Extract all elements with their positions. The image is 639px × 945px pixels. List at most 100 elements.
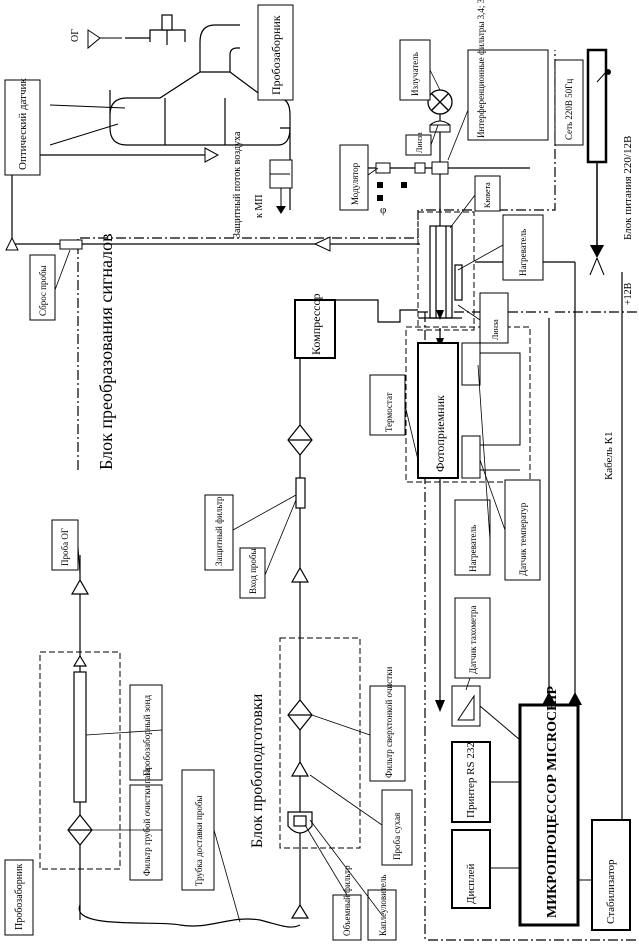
sampler-top-label: Пробозаборник [269, 15, 283, 95]
flow-arrow-icon [204, 147, 220, 163]
network-box [554, 59, 584, 146]
temp-sensor-label: Датчик температур [518, 502, 528, 576]
compressor-out-line [318, 299, 418, 323]
display-label: Дисплей [465, 863, 477, 904]
delivery-tube-box [181, 769, 215, 891]
protective-air-label: Защитный поток воздуха [232, 131, 243, 238]
chopper-mark [401, 182, 407, 188]
prep-dashed-box [279, 637, 361, 849]
flow-arrow-icon [290, 566, 310, 583]
top-sampler-apparatus [109, 14, 291, 146]
sampler-left-box [4, 859, 34, 936]
lens-box [414, 162, 426, 174]
modulator-box [375, 162, 391, 174]
temp-element [461, 435, 481, 479]
modulator-label: Модулятор [350, 162, 360, 205]
network-terminal [605, 69, 611, 75]
sampler-top-box [257, 4, 294, 101]
modulator-callout [339, 144, 369, 211]
thermostat-dashed-box [405, 326, 531, 483]
plus12-label: +12В [623, 282, 634, 305]
og-arrow-icon [87, 29, 101, 50]
microprocessor-box [518, 703, 580, 927]
flow-arrow-icon [290, 903, 310, 919]
cable-label: Кабель К1 [603, 431, 615, 480]
interference-filters-label: Интерференционные фильтры 3,4; 3,9; 4,7 … [476, 0, 486, 138]
flow-arrow-icon [313, 236, 331, 252]
up-arrow-icon [542, 692, 556, 705]
signal-block-title: Блок преобразования сигналов [96, 233, 116, 470]
to-mp-label: к МП [254, 195, 265, 218]
emitter-lamp [427, 89, 453, 115]
sampling-probe-box [129, 684, 163, 781]
volume-filter-box [332, 894, 362, 941]
printer-label: Принтер RS 232 [465, 742, 477, 818]
lens-mid-label: Линза [491, 319, 500, 340]
delivery-tube-line [78, 904, 301, 928]
lens-top-shape [429, 120, 451, 133]
dry-sample-box [381, 789, 413, 866]
tacho-sensor-label: Датчик тахометра [468, 605, 478, 674]
down-arrow-icon [590, 245, 604, 258]
stabilizer-box [591, 819, 631, 931]
sampling-probe-label: Пробозаборный зонд [142, 695, 152, 776]
heater-top-label: Нагреватель [518, 229, 528, 276]
down-arrow-icon [435, 700, 445, 712]
sampler-left-label: Пробозаборник [14, 864, 25, 930]
optical-sensor-box [4, 79, 41, 176]
protective-filter-label: Защитный фильтр [214, 496, 224, 566]
sample-drop-label: Сброс пробы [38, 265, 48, 316]
flow-arrow-icon [72, 654, 88, 667]
photoreceiver-box [417, 342, 459, 479]
cuvette-callout [474, 175, 501, 212]
chopper-mark [377, 195, 383, 201]
og-sample-box [51, 519, 79, 571]
volume-filter-label: Объемный фильтр [342, 865, 352, 936]
cuvette-label: Кювета [483, 182, 492, 208]
protective-filter-callout [204, 494, 234, 571]
heater-bottom-label: Нагреватель [468, 525, 478, 572]
coarse-filter-label: Фильтр грубой очистки газа [142, 768, 152, 876]
fine-filter-box [369, 685, 406, 782]
sample-input-label: Вход пробы [248, 548, 258, 594]
tacho-sensor-box [451, 685, 481, 727]
lens-top-label: Линза [415, 132, 424, 153]
og-label: ОГ [70, 29, 81, 42]
photoreceiver-label: Фотоприемник [433, 395, 447, 472]
power-unit-box [586, 48, 608, 164]
sample-input-box [239, 547, 266, 599]
og-sample-label: Проба ОГ [60, 528, 70, 566]
delivery-tube-label: Трубка доставки пробы [194, 796, 204, 886]
emitter-label: Излучатель [410, 52, 420, 96]
condensate-collector-label: Каплеуловитель [378, 874, 388, 936]
sample-drop-valve [59, 239, 83, 250]
network-label: Сеть 220В 50Гц [564, 79, 574, 140]
compressor-box [294, 299, 336, 359]
tacho-callout [454, 597, 491, 679]
lens-mid-box [479, 292, 509, 344]
up-arrow-icon [568, 692, 582, 705]
sample-drop-box [29, 254, 56, 321]
flow-arrow-icon [290, 760, 310, 777]
display-box [451, 829, 491, 909]
optical-sensor-label: Оптический датчик [17, 78, 29, 170]
thermo-loop [480, 352, 521, 446]
tacho-icon [457, 694, 475, 721]
heater-top-callout [502, 214, 544, 281]
sampling-probe-tube [73, 671, 87, 803]
heater-bottom-box [454, 499, 491, 576]
cuvette-shape [418, 225, 463, 319]
power-unit-label: Блок питания 220/12В [622, 136, 634, 240]
dry-sample-label: Проба сухая [392, 813, 402, 860]
drop-return-line [11, 154, 205, 244]
flow-arrow-icon [5, 236, 19, 251]
compressor-label: Компрессор [309, 294, 323, 355]
chopper-mark [377, 182, 383, 188]
heater-element [461, 342, 481, 386]
interference-filters-box [467, 49, 549, 141]
protective-filter-box [295, 477, 306, 509]
phi-symbol: φ [380, 204, 386, 216]
down-arrow-icon [436, 310, 444, 320]
thermostat-label: Термостат [384, 392, 394, 432]
